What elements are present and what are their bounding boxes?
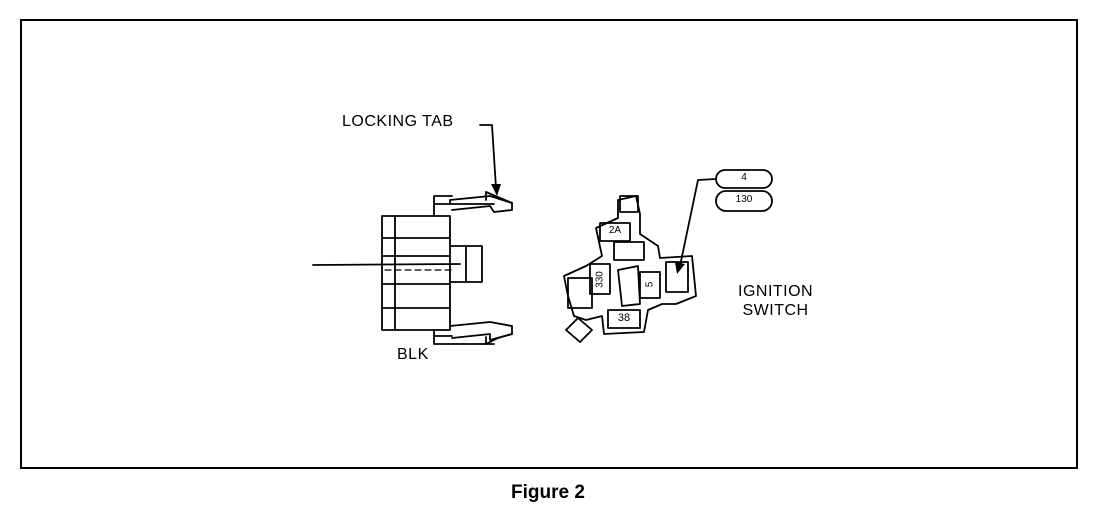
locking-tab-label: LOCKING TAB — [342, 113, 454, 130]
figure-frame — [20, 19, 1078, 469]
terminal-5 — [639, 271, 661, 299]
terminal-2a — [599, 222, 631, 242]
terminal-38 — [607, 309, 641, 329]
terminal-330 — [589, 263, 611, 295]
terminal-330-label: 330 — [594, 271, 606, 288]
wire-line — [312, 263, 461, 266]
connector-drawing — [312, 124, 513, 345]
terminal-5-label: 5 — [644, 281, 656, 288]
circuit-bottom-label: 130 — [735, 194, 753, 205]
connector-body — [381, 215, 451, 331]
circuit-pill-bottom — [715, 190, 773, 212]
connector-color-label: BLK — [397, 346, 429, 363]
ignition-switch-label: IGNITION SWITCH — [738, 282, 813, 320]
locking-tab-upper — [449, 195, 513, 213]
circuit-leader — [679, 178, 717, 267]
locking-tab-leader — [479, 124, 497, 189]
ignition-switch-drawing — [563, 169, 773, 343]
terminal-38-label: 38 — [617, 312, 631, 324]
ignition-label-line1: IGNITION — [738, 283, 814, 300]
figure-caption: Figure 2 — [511, 482, 585, 503]
terminal-2a-label: 2A — [608, 225, 622, 236]
switch-housing — [563, 195, 697, 335]
circuit-top-label: 4 — [741, 172, 747, 183]
ignition-label-line2: SWITCH — [742, 302, 809, 319]
